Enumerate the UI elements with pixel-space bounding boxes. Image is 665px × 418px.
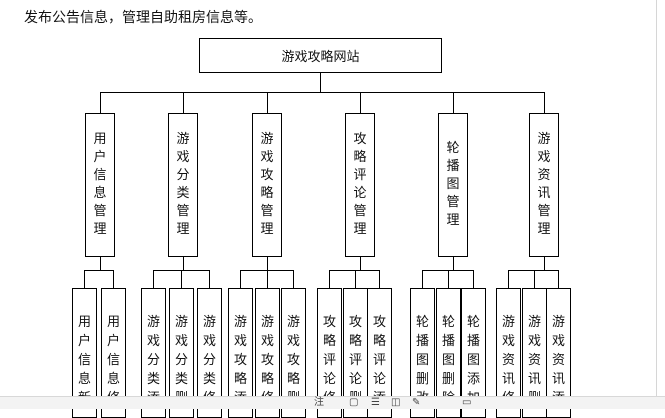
module-bus (100, 92, 545, 93)
page-edge (656, 0, 657, 396)
function-label: 游戏资讯添 (551, 315, 565, 406)
function-label: 用户信息新 (77, 315, 91, 406)
module-label: 轮播图管理 (446, 141, 460, 228)
child-stem (422, 270, 423, 288)
function-label: 游戏攻略添 (233, 315, 247, 406)
child-stem (240, 270, 241, 288)
child-stem (209, 270, 210, 288)
child-connector (100, 257, 101, 270)
module-node: 攻略评论管理 (345, 113, 375, 257)
child-bus (329, 270, 380, 271)
function-label: 攻略评论修 (322, 315, 336, 406)
module-label: 攻略评论管理 (353, 132, 367, 237)
function-label: 游戏分类删 (174, 315, 188, 406)
function-label: 攻略评论添 (372, 315, 386, 406)
module-node: 游戏资讯管理 (529, 113, 559, 257)
module-connector (544, 92, 545, 113)
child-stem (84, 270, 85, 288)
status-bar: 注 ▢ ☰ ◫ ✎ ▭ (0, 396, 665, 409)
function-label: 轮播图删改 (415, 315, 429, 406)
module-node: 用户信息管理 (85, 113, 115, 257)
child-stem (534, 270, 535, 288)
child-stem (181, 270, 182, 288)
module-connector (267, 92, 268, 113)
child-stem (508, 270, 509, 288)
child-bus (84, 270, 114, 271)
child-stem (113, 270, 114, 288)
child-stem (558, 270, 559, 288)
root-node: 游戏攻略网站 (199, 38, 442, 73)
function-label: 游戏资讯删 (527, 315, 541, 406)
web-layout-icon[interactable]: ☰ (371, 397, 380, 408)
child-stem (267, 270, 268, 288)
child-stem (473, 270, 474, 288)
module-connector (183, 92, 184, 113)
child-stem (293, 270, 294, 288)
zoom-out-icon[interactable]: ▭ (462, 397, 472, 408)
child-stem (329, 270, 330, 288)
function-label: 游戏攻略修 (260, 315, 274, 406)
child-stem (379, 270, 380, 288)
function-label: 游戏分类修 (202, 315, 216, 406)
read-mode-icon[interactable]: 注 (314, 397, 324, 408)
module-connector (360, 92, 361, 113)
pen-icon[interactable]: ✎ (412, 397, 421, 408)
function-label: 游戏分类添 (146, 315, 160, 406)
function-label: 轮播图删除 (441, 315, 455, 406)
child-connector (267, 257, 268, 270)
module-label: 游戏分类管理 (176, 132, 190, 237)
child-connector (183, 257, 184, 270)
function-label: 游戏攻略删 (286, 315, 300, 406)
function-label: 用户信息修 (106, 315, 120, 406)
child-connector (544, 257, 545, 270)
module-label: 游戏攻略管理 (260, 132, 274, 237)
child-stem (448, 270, 449, 288)
print-layout-icon[interactable]: ▢ (349, 397, 359, 408)
module-node: 轮播图管理 (438, 113, 468, 257)
function-label: 攻略评论删 (348, 315, 362, 406)
module-label: 游戏资讯管理 (537, 132, 551, 237)
root-connector (320, 73, 321, 92)
focus-icon[interactable]: ◫ (391, 397, 401, 408)
child-connector (360, 257, 361, 270)
intro-paragraph: 发布公告信息，管理自助租房信息等。 (24, 10, 262, 26)
child-bus (508, 270, 559, 271)
function-label: 游戏资讯修 (501, 315, 515, 406)
module-node: 游戏攻略管理 (252, 113, 282, 257)
module-node: 游戏分类管理 (168, 113, 198, 257)
module-connector (100, 92, 101, 113)
module-label: 用户信息管理 (93, 132, 107, 237)
function-label: 轮播图添加 (466, 315, 480, 406)
child-stem (153, 270, 154, 288)
module-connector (453, 92, 454, 113)
child-connector (453, 257, 454, 270)
child-stem (355, 270, 356, 288)
root-node-label: 游戏攻略网站 (281, 50, 360, 65)
